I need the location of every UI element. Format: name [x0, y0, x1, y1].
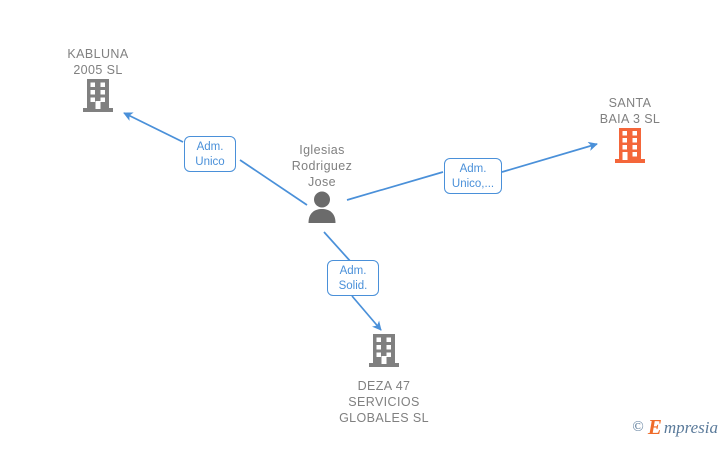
node-santa-baia-3[interactable]: SANTA BAIA 3 SL: [570, 95, 690, 170]
person-icon[interactable]: [262, 190, 382, 229]
node-deza-47-servicios-globales[interactable]: DEZA 47 SERVICIOS GLOBALES SL: [324, 333, 444, 426]
building-icon[interactable]: [570, 127, 690, 170]
edge-line-person-to-adm-unico: [239, 159, 308, 206]
empresia-watermark: © E mpresia: [632, 417, 718, 438]
brand-name: mpresia: [663, 418, 718, 437]
brand-initial: E: [647, 415, 662, 439]
node-kabluna[interactable]: KABLUNA 2005 SL: [38, 46, 158, 119]
edge-line-person-to-adm-unico-multi: [346, 171, 444, 201]
building-icon[interactable]: [324, 333, 444, 374]
building-icon[interactable]: [38, 78, 158, 119]
node-person-iglesias-rodriguez-jose[interactable]: Iglesias Rodriguez Jose: [262, 142, 382, 229]
edge-line-person-to-adm-solid: [323, 231, 352, 263]
edge-line-adm-unico-to-kabluna: [123, 112, 184, 143]
edge-line-adm-unico-multi-to-santabaia: [501, 141, 598, 173]
edge-label-adm-unico-multi[interactable]: Adm. Unico,...: [444, 158, 502, 194]
node-deza-47-label: DEZA 47 SERVICIOS GLOBALES SL: [339, 379, 429, 425]
edge-label-adm-solid[interactable]: Adm. Solid.: [327, 260, 379, 296]
edge-label-adm-unico[interactable]: Adm. Unico: [184, 136, 236, 172]
node-kabluna-label: KABLUNA 2005 SL: [67, 47, 129, 77]
node-person-label: Iglesias Rodriguez Jose: [291, 143, 353, 189]
copyright-icon: ©: [632, 419, 644, 435]
node-santa-baia-3-label: SANTA BAIA 3 SL: [599, 96, 661, 126]
edge-line-adm-solid-to-deza: [351, 295, 382, 331]
